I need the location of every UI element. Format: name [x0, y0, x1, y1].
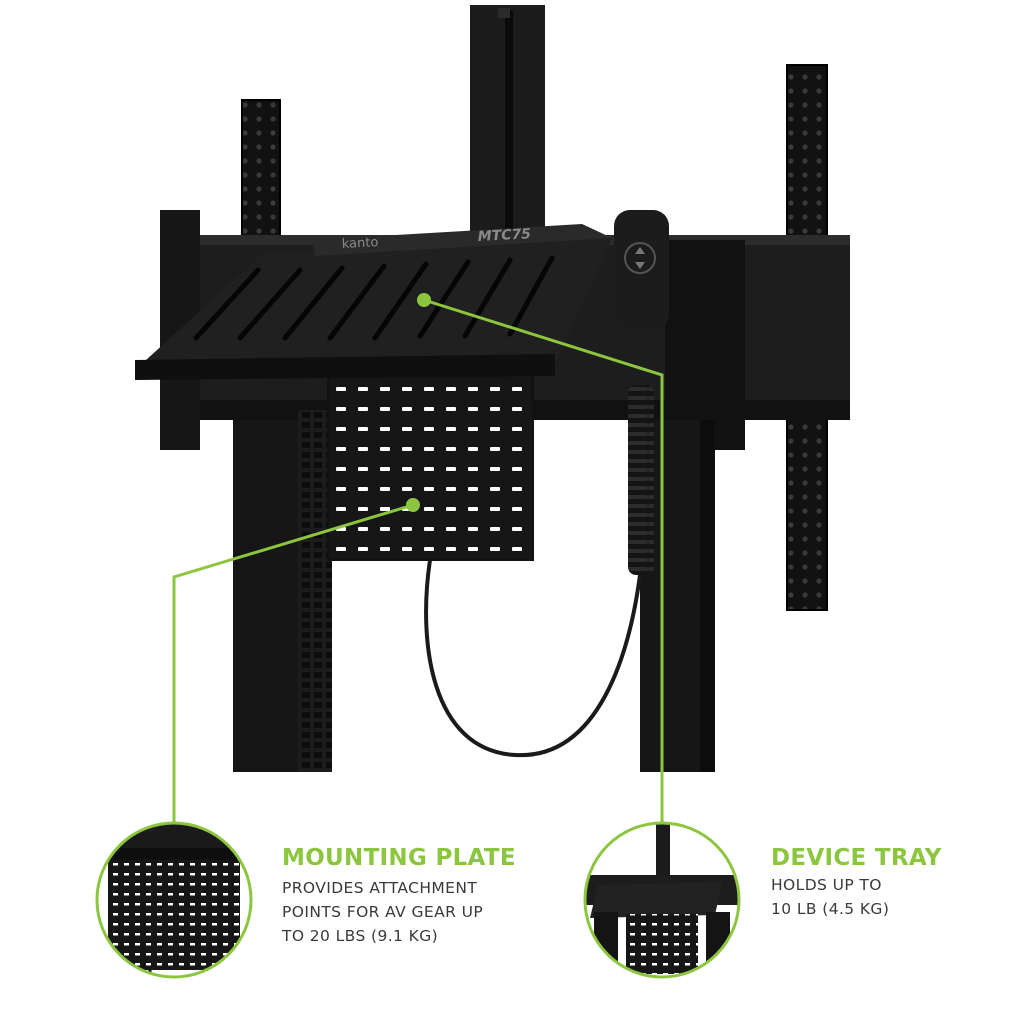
brand-logo: kanto	[341, 235, 378, 252]
device-tray-zoom	[583, 821, 741, 979]
device-tray-line: HOLDS UP TO	[771, 876, 882, 894]
pendant-cable	[424, 559, 642, 758]
tv-cart-product: kanto MTC75	[135, 5, 850, 772]
mounting-plate-line: PROVIDES ATTACHMENT	[282, 879, 478, 897]
mounting-plate-leader	[172, 503, 414, 823]
control-buttons	[624, 242, 656, 274]
leg-left	[233, 420, 308, 772]
down-arrow-icon	[635, 262, 645, 269]
device-tray-leader	[423, 298, 664, 823]
mounting-plate-dot	[406, 498, 420, 512]
coiled-cable	[628, 385, 654, 575]
tray-slots	[193, 255, 555, 341]
device-tray-title: DEVICE TRAY	[771, 845, 942, 871]
cable-chain	[298, 410, 332, 772]
mounting-plate-title: MOUNTING PLATE	[282, 845, 516, 871]
up-arrow-icon	[635, 247, 645, 254]
mounting-plate-line: POINTS FOR AV GEAR UP	[282, 903, 484, 921]
device-tray-line: 10 LB (4.5 KG)	[771, 900, 890, 918]
control-pendant	[614, 210, 669, 330]
device-tray-description: HOLDS UP TO 10 LB (4.5 KG)	[771, 873, 971, 921]
mounting-plate	[328, 360, 533, 560]
callout-lines	[172, 298, 664, 823]
model-label: MTC75	[477, 226, 531, 245]
mounting-plate-description: PROVIDES ATTACHMENT POINTS FOR AV GEAR U…	[282, 876, 542, 948]
mounting-plate-line: TO 20 LBS (9.1 KG)	[282, 927, 439, 945]
device-tray-dot	[417, 293, 431, 307]
mounting-plate-zoom	[95, 821, 253, 979]
